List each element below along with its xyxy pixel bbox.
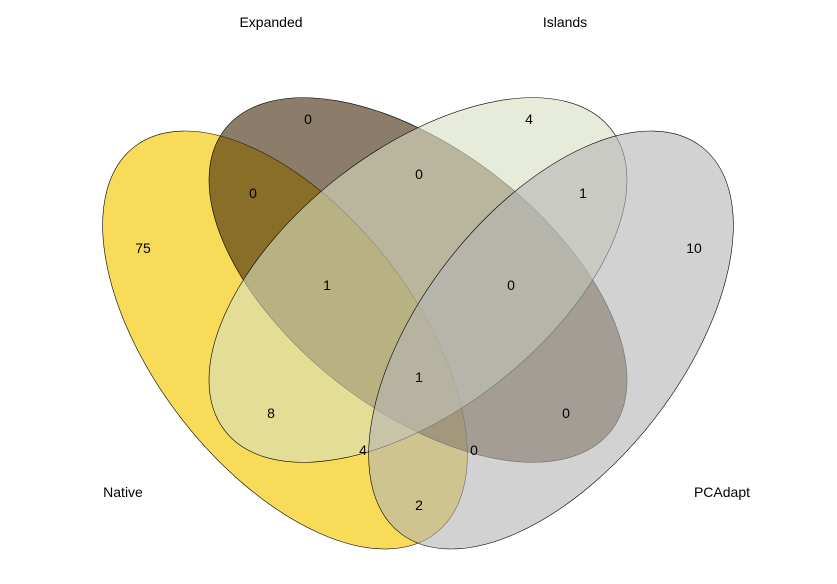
count-islands-pcadapt: 1 (579, 185, 587, 201)
count-native-expanded-islands: 1 (323, 277, 331, 293)
pcadapt-ellipse (368, 130, 734, 550)
count-native-expanded-pcadapt: 0 (470, 442, 478, 458)
count-native-pcadapt: 2 (415, 497, 423, 513)
count-native-expanded: 0 (249, 185, 257, 201)
pcadapt-label: PCAdapt (694, 484, 750, 500)
count-native-islands: 8 (267, 405, 275, 421)
count-islands-only: 4 (525, 111, 533, 127)
count-expanded-islands-pcadapt: 0 (507, 277, 515, 293)
islands-label: Islands (543, 14, 587, 30)
count-native-only: 75 (135, 240, 151, 256)
count-expanded-pcadapt: 0 (562, 405, 570, 421)
count-expanded-only: 0 (304, 111, 312, 127)
count-native-islands-pcadapt: 4 (359, 442, 367, 458)
count-expanded-islands: 0 (415, 166, 423, 182)
region-counts: 75 0 4 10 0 0 1 1 0 1 8 0 4 0 2 (135, 111, 702, 513)
expanded-label: Expanded (239, 14, 302, 30)
venn-ellipses (102, 97, 734, 550)
count-all-four: 1 (415, 369, 423, 385)
native-label: Native (103, 484, 143, 500)
count-pcadapt-only: 10 (686, 240, 702, 256)
set-labels: Native Expanded Islands PCAdapt (103, 14, 750, 500)
